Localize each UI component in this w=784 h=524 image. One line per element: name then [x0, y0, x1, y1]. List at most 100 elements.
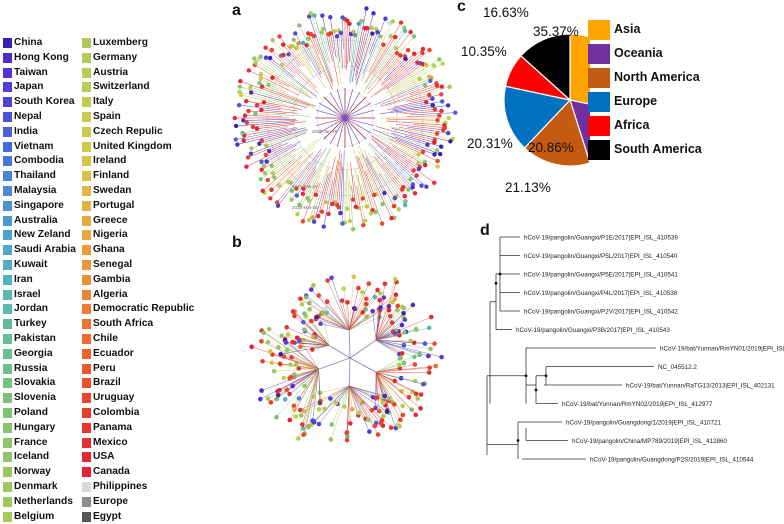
tree-branch	[319, 358, 350, 369]
tree-tip	[431, 103, 435, 107]
tree-tip	[345, 438, 350, 443]
tree-a-date-label-3: 2020-Mar-25	[292, 205, 318, 210]
legend-label: Saudi Arabia	[14, 243, 76, 258]
tree-tip	[383, 281, 388, 286]
tree-tip	[413, 191, 417, 195]
legend-label: Nepal	[14, 110, 42, 125]
pie-legend-swatch	[588, 44, 610, 64]
legend-label: Chile	[93, 332, 118, 347]
tree-tip	[394, 292, 399, 297]
tree-tip	[392, 379, 397, 384]
legend-label: Nigeria	[93, 228, 128, 243]
tree-tip	[233, 137, 237, 141]
legend-label: Malaysia	[14, 184, 56, 199]
tree-d-leaf-label: hCoV-19/bat/Yunnan/RmYN01/2019|EPI_ISL_4…	[660, 346, 784, 353]
legend-item: Japan	[3, 80, 83, 95]
tree-tip	[435, 159, 439, 163]
legend-label: Czech Repulic	[93, 125, 163, 140]
legend-item: Hong Kong	[3, 51, 83, 66]
tree-tip	[304, 295, 309, 300]
tree-tip	[312, 13, 316, 17]
tree-tip	[237, 103, 241, 107]
legend-swatch	[82, 53, 91, 63]
legend-swatch	[82, 497, 91, 507]
tree-branch	[247, 120, 299, 122]
tree-tip	[439, 355, 444, 360]
tree-tip	[267, 327, 272, 332]
legend-label: Europe	[93, 495, 128, 510]
pie-legend-label: South America	[614, 142, 702, 156]
legend-label: Kuwait	[14, 258, 47, 273]
legend-item: Colombia	[82, 406, 162, 421]
tree-tip	[429, 315, 434, 320]
tree-tip	[269, 188, 273, 192]
legend-item: Saudi Arabia	[3, 243, 83, 258]
legend-label: New Zeland	[14, 228, 71, 243]
legend-label: Ireland	[93, 154, 126, 169]
tree-tip	[367, 281, 372, 286]
tree-tip	[293, 31, 297, 35]
tree-branch	[376, 354, 419, 372]
legend-label: Brazil	[93, 376, 121, 391]
tree-tip	[299, 413, 304, 418]
tree-tip	[255, 103, 259, 107]
tree-tip	[249, 146, 253, 150]
tree-d-leaf-label: hCoV-19/bat/Yunnan/RaTG13/2013|EPI_ISL_4…	[626, 383, 775, 390]
legend-swatch	[3, 319, 12, 329]
legend-item: Thailand	[3, 169, 83, 184]
tree-tip	[383, 17, 387, 21]
tree-tip	[288, 362, 293, 367]
tree-tip	[440, 84, 444, 88]
tree-tip	[403, 203, 407, 207]
legend-label: Russia	[14, 362, 47, 377]
tree-tip	[288, 418, 293, 423]
tree-d-node	[517, 439, 520, 442]
legend-swatch	[3, 245, 12, 255]
tree-d-leaf-label: hCoV-19/pangolin/Guangxi/P5L/2017|EPI_IS…	[524, 253, 678, 260]
tree-branch	[412, 121, 446, 123]
legend-swatch	[82, 467, 91, 477]
legend-swatch	[82, 438, 91, 448]
legend-label: Swedan	[93, 184, 132, 199]
tree-branch	[269, 85, 285, 92]
tree-branch	[282, 65, 309, 88]
tree-d-leaf-label: hCoV-19/bat/Yunnan/RmYN02/2019|EPI_ISL_4…	[562, 401, 713, 408]
tree-tip	[348, 219, 352, 223]
legend-label: Colombia	[93, 406, 139, 421]
legend-item: Vietnam	[3, 140, 83, 155]
legend-label: Gambia	[93, 273, 130, 288]
legend-item: Portugal	[82, 199, 162, 214]
tree-tip	[340, 221, 344, 225]
legend-item: Iran	[3, 273, 83, 288]
tree-tip	[345, 300, 350, 305]
legend-item: Peru	[82, 362, 162, 377]
tree-tip	[292, 38, 296, 42]
tree-tip	[423, 341, 428, 346]
tree-d-leaf-label: hCoV-19/pangolin/China/MP789/2019|EPI_IS…	[572, 438, 727, 445]
pie-legend-item: South America	[588, 140, 784, 164]
tree-tip	[453, 110, 457, 114]
tree-tip	[418, 406, 423, 411]
tree-branch	[349, 330, 350, 358]
legend-item: Philippines	[82, 480, 162, 495]
tree-tip	[335, 34, 339, 38]
legend-item: South Korea	[3, 95, 83, 110]
legend-swatch	[3, 82, 12, 92]
legend-label: Vietnam	[14, 140, 53, 155]
tree-branch	[329, 34, 339, 85]
tree-tip	[238, 79, 242, 83]
pie-pct-europe: 20.31%	[467, 136, 513, 151]
tree-tip	[392, 204, 396, 208]
legend-label: Peru	[93, 362, 116, 377]
tree-tip	[338, 211, 342, 215]
tree-tip	[402, 343, 407, 348]
tree-tip	[329, 437, 334, 442]
tree-tip	[361, 223, 365, 227]
legend-swatch	[3, 275, 12, 285]
legend-item: Jordan	[3, 302, 83, 317]
tree-tip	[260, 359, 265, 364]
tree-tip	[364, 6, 368, 10]
legend-swatch	[82, 156, 91, 166]
tree-tip	[396, 304, 401, 309]
